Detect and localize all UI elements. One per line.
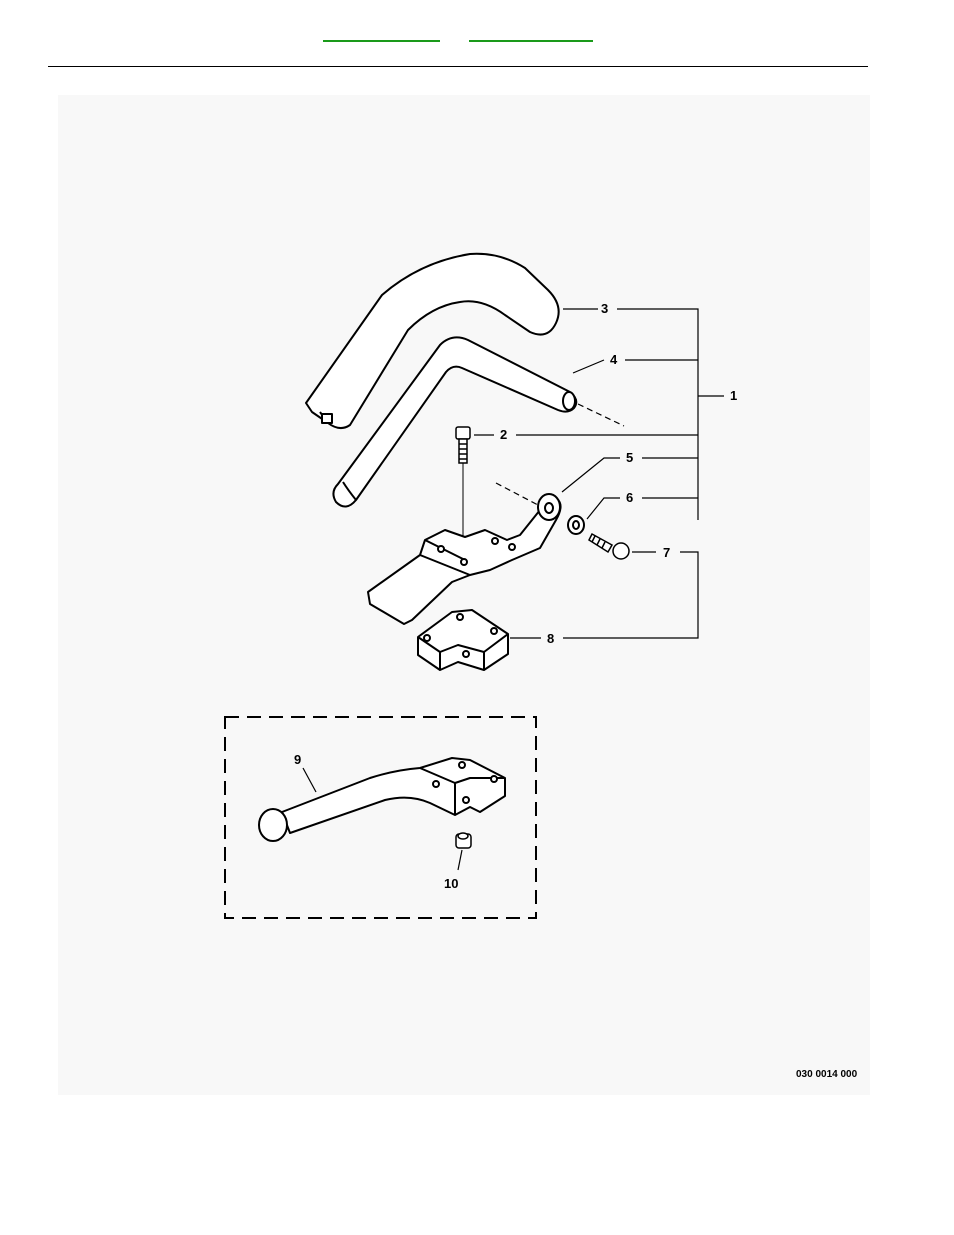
callout-1: 1 [730,388,737,403]
nut-part-10 [456,833,471,848]
screw-part-7 [589,534,629,559]
callout-2: 2 [500,427,507,442]
lever-part-9 [259,758,505,841]
callout-9: 9 [294,752,301,767]
leader-lines [474,309,724,638]
handle-bar-part-3 [306,254,559,428]
bolt-part-2 [456,427,470,463]
callout-3: 3 [601,301,608,316]
pivot-part-5 [538,494,560,520]
callout-4: 4 [610,352,618,367]
document-number: 030 0014 000 [796,1069,858,1080]
clamp-part-8 [418,610,508,670]
grip-axis-line [578,404,624,426]
washer-part-6 [568,516,584,534]
callout-8: 8 [547,631,554,646]
callout-7: 7 [663,545,670,560]
callout-6: 6 [626,490,633,505]
callout-10: 10 [444,876,458,891]
throttle-bracket [368,499,561,624]
pivot-axis-line [496,483,538,505]
callout-5: 5 [626,450,633,465]
